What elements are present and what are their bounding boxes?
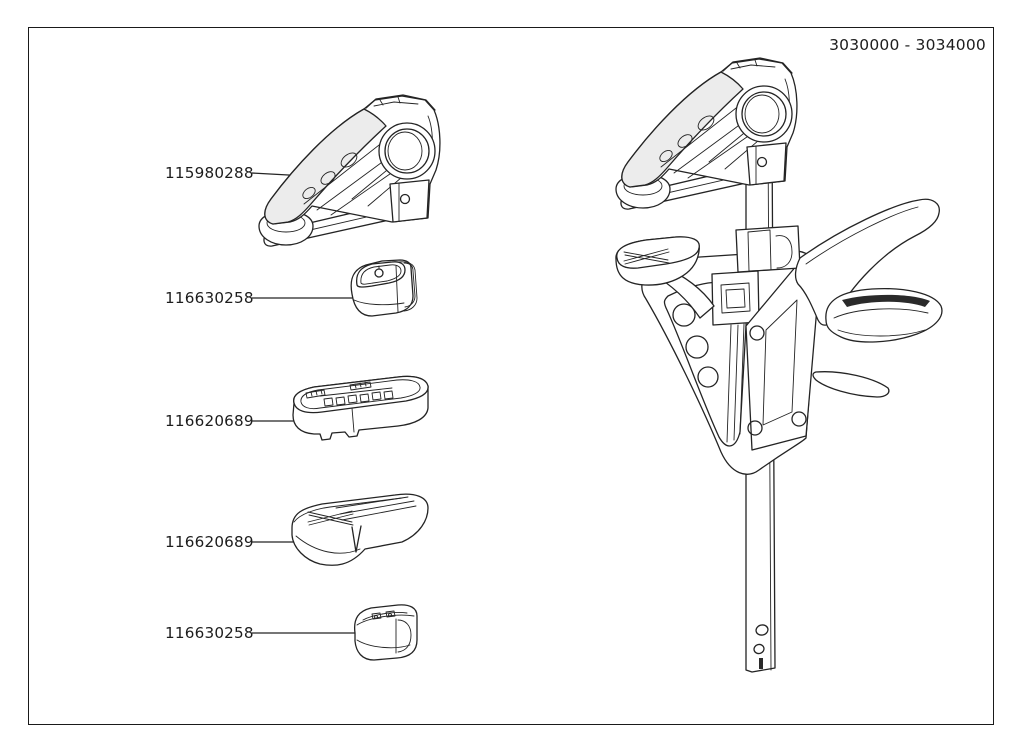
- fixed-jaw-pad: [615, 236, 715, 319]
- doc-range: 3030000 - 3034000: [829, 36, 986, 54]
- part-label-5: 116630258: [165, 624, 254, 642]
- sliding-jaw-head-drawing: [258, 94, 441, 247]
- clamp-assembly-drawing: [615, 57, 943, 673]
- handle-grip: [794, 198, 943, 398]
- part-label-1: 115980288: [165, 164, 254, 182]
- pressure-plate-drawing-2: [353, 604, 418, 661]
- part-label-2: 116630258: [165, 289, 254, 307]
- part-label-3: 116620689: [165, 412, 254, 430]
- ribbed-jaw-pad-drawing: [291, 493, 429, 566]
- clamp-body: [641, 225, 821, 475]
- slotted-jaw-pad-drawing: [292, 375, 429, 441]
- diagram-frame: [28, 27, 994, 725]
- pressure-plate-drawing-1: [350, 259, 418, 317]
- part-label-4: 116620689: [165, 533, 254, 551]
